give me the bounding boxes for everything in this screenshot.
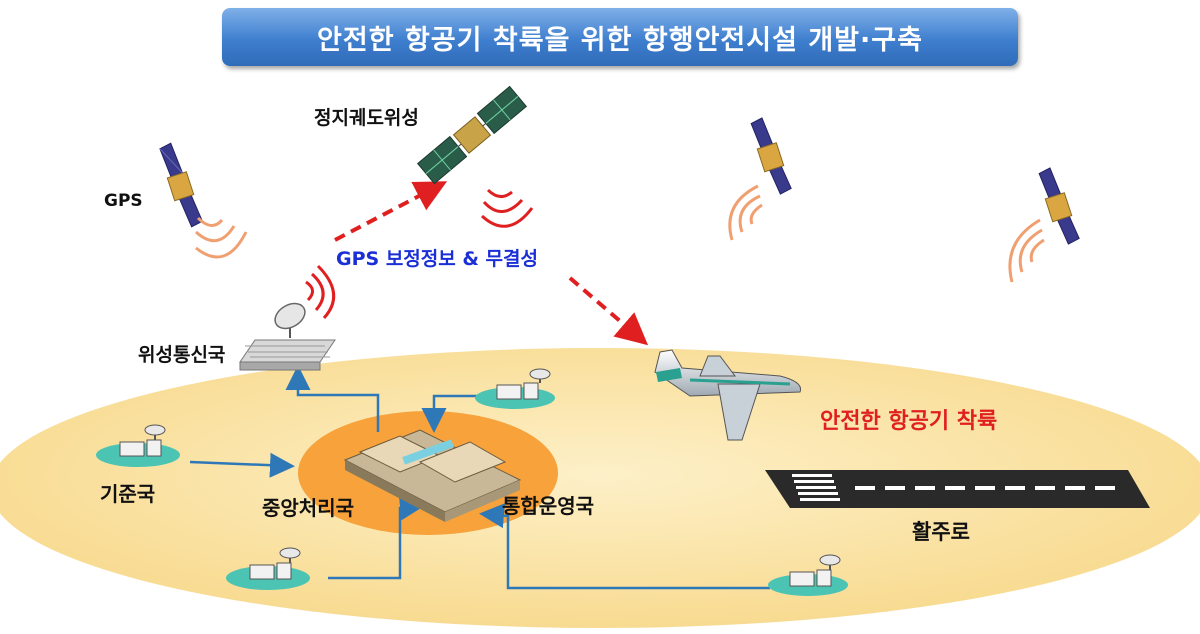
airplane-icon bbox=[654, 349, 802, 441]
title-banner: 안전한 항공기 착륙을 위한 항행안전시설 개발·구축 bbox=[222, 8, 1018, 66]
gps-signal-right bbox=[1008, 218, 1045, 283]
gps-signal-mid bbox=[728, 184, 763, 241]
reference-station-label: 기준국 bbox=[100, 482, 156, 506]
reference-station-icon bbox=[96, 424, 180, 467]
central-processing-label: 중앙처리국 bbox=[262, 496, 354, 520]
geo-satellite-icon bbox=[416, 85, 528, 185]
gps-signal-left bbox=[194, 216, 248, 259]
satellite-station-label: 위성통신국 bbox=[138, 344, 226, 366]
central-building-icon bbox=[343, 429, 522, 522]
gps-satellite-icon bbox=[1038, 167, 1080, 245]
runway-label: 활주로 bbox=[912, 520, 970, 544]
ground-area bbox=[0, 348, 1200, 628]
gps-satellite-icon bbox=[159, 142, 204, 228]
gps-correction-label: GPS 보정정보 & 무결성 bbox=[336, 248, 538, 270]
geo-signal bbox=[480, 188, 534, 228]
gps-label: GPS bbox=[104, 191, 143, 211]
link-reference-station-to-center bbox=[189, 452, 295, 478]
satellite-station-icon bbox=[239, 302, 336, 371]
uplink-arrow bbox=[334, 181, 448, 242]
downlink-arrow bbox=[568, 276, 649, 346]
gps-satellite-icon bbox=[750, 117, 792, 195]
station-signal bbox=[305, 264, 336, 320]
link-bottom-right-station-to-center bbox=[479, 503, 770, 590]
geo-satellite-label: 정지궤도위성 bbox=[314, 107, 419, 129]
reference-station-icon bbox=[226, 547, 310, 590]
link-top-station-to-center bbox=[421, 394, 490, 433]
link-center-to-satellite-station bbox=[285, 365, 380, 432]
safe-landing-label: 안전한 항공기 착륙 bbox=[820, 409, 998, 434]
integrated-operations-label: 통합운영국 bbox=[502, 494, 594, 518]
reference-station-icon bbox=[768, 554, 848, 596]
link-bottom-left-station-to-center bbox=[328, 495, 425, 580]
reference-station-icon bbox=[475, 368, 555, 409]
runway-strip bbox=[765, 470, 1150, 508]
page-title: 안전한 항공기 착륙을 위한 항행안전시설 개발·구축 bbox=[317, 24, 923, 56]
